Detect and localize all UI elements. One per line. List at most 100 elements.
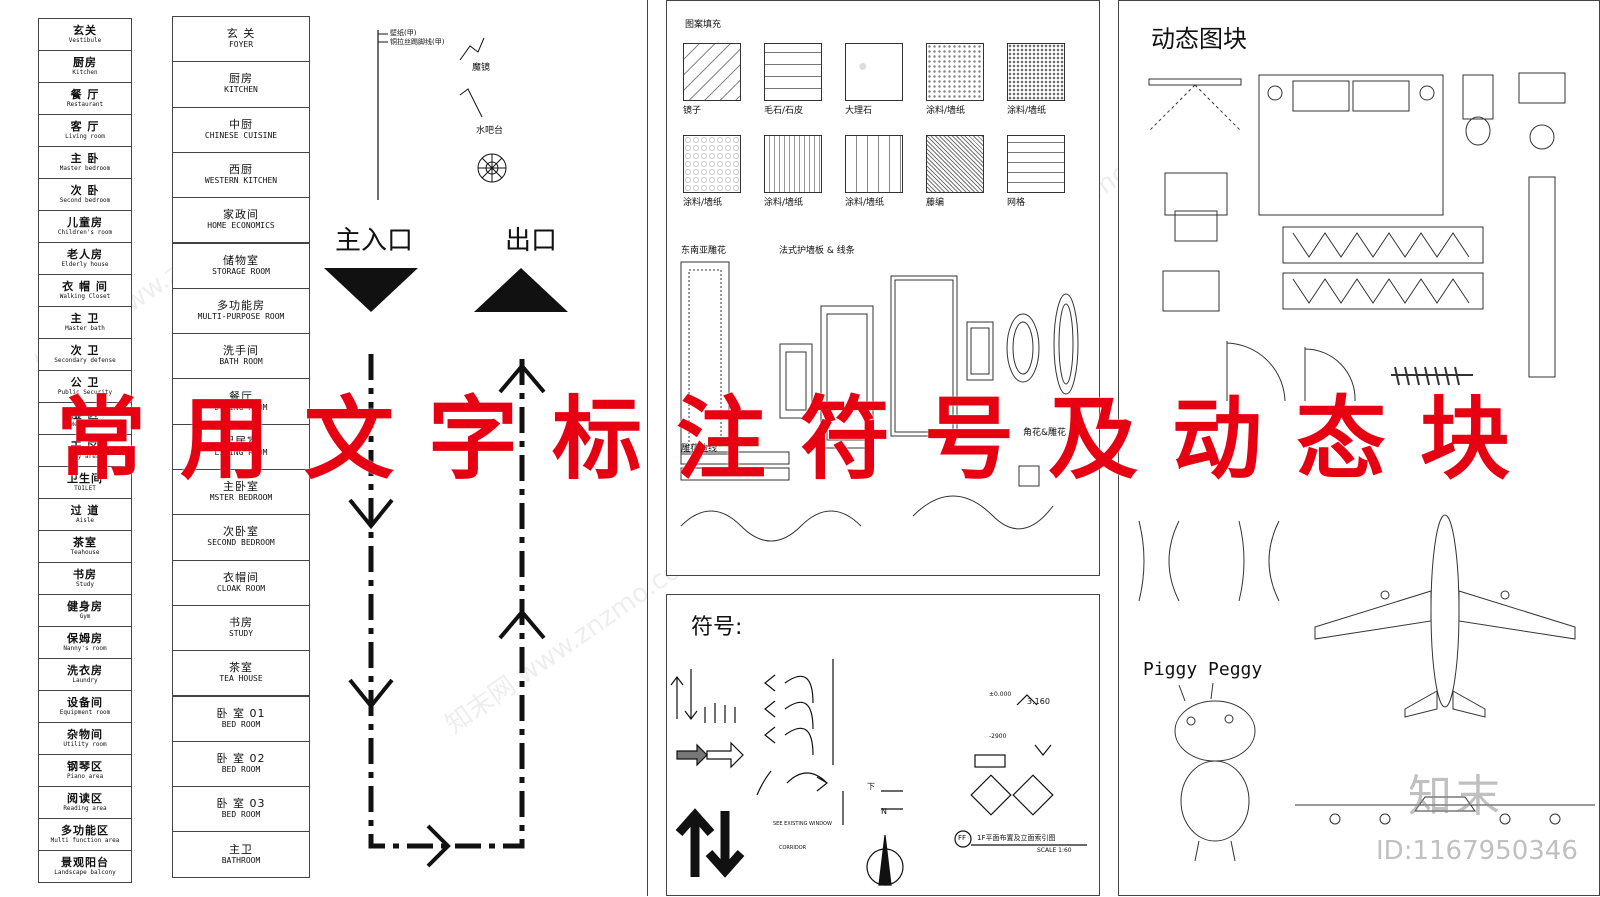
arrow-icon — [764, 674, 776, 744]
scale-label: SCALE 1:60 — [1037, 847, 1072, 854]
snowflake-icon — [477, 153, 507, 183]
room-label-en: CLOAK ROOM — [216, 583, 266, 593]
arrow-icon — [684, 669, 698, 720]
pattern-swatch — [926, 135, 984, 193]
panel-title: 图案填充 — [685, 20, 722, 30]
pattern-swatch — [764, 43, 822, 101]
room-label-zh: 设备间 — [67, 695, 103, 709]
pattern-swatch-label: 涂料/墙纸 — [764, 198, 804, 208]
pattern-swatch — [683, 43, 741, 101]
room-label-en: BED ROOM — [221, 719, 261, 729]
room-label-zh: 阅读区 — [67, 791, 103, 805]
tv-icon — [1162, 270, 1220, 312]
room-label-zh: 茶室 — [73, 535, 97, 549]
room-label-en: SECOND BEDROOM — [207, 538, 275, 548]
room-label-en: TEA HOUSE — [219, 674, 263, 684]
room-label-en: Equipment room — [59, 708, 111, 716]
pattern-swatch-label: 涂料/墙纸 — [845, 198, 885, 208]
room-label-zh: 主 卧 — [70, 151, 100, 165]
pattern-swatch-label: 涂料/墙纸 — [683, 198, 723, 208]
room-label-en: Multi function area — [50, 836, 120, 844]
shelf-icon — [1282, 226, 1484, 264]
elevation-label: ±0.000 — [989, 691, 1012, 698]
room-label-en: Laundry — [72, 676, 98, 684]
room-label-zh: 干 区 — [70, 439, 100, 453]
elevation-label: 3.160 — [1027, 697, 1050, 706]
room-label-zh: 中厨 — [229, 117, 253, 131]
room-label-en: Gym — [79, 612, 91, 620]
piggy-label: Piggy Peggy — [1143, 659, 1263, 680]
room-label-zh: 客 厅 — [70, 119, 100, 133]
arrow-icon — [706, 741, 744, 769]
panel-title: 符号: — [691, 615, 743, 640]
room-label-en: Children's room — [57, 228, 113, 236]
index-icon — [970, 774, 1012, 816]
elevation-label: -2900 — [989, 733, 1007, 740]
room-label-zh: 杂物间 — [67, 727, 103, 741]
room-label-en: Aisle — [75, 516, 95, 524]
panel-title: 动态图块 — [1151, 25, 1247, 53]
pattern-swatch-label: 涂料/墙纸 — [1007, 106, 1047, 116]
room-label-en: Master bedroom — [59, 164, 111, 172]
room-label-zh: 衣 帽 间 — [62, 279, 108, 293]
room-label-en: DINING ROOM — [214, 402, 268, 412]
pattern-swatch — [845, 135, 903, 193]
room-label-en: FOYER — [228, 40, 254, 50]
room-label-en: BATHROOM — [221, 855, 261, 865]
room-label-zh: 厨房 — [229, 72, 253, 86]
arrow-icon — [676, 743, 708, 767]
pattern-swatch-label: 藤编 — [926, 198, 945, 208]
blind-icon — [1391, 366, 1473, 386]
room-label-zh: 主卫 — [229, 842, 253, 856]
room-label-zh: 洗手间 — [223, 344, 259, 358]
door-icon — [1226, 341, 1286, 402]
section-label: 雕花边线 — [681, 444, 718, 454]
room-label-zh: 卧 室 01 — [216, 706, 266, 720]
room-label-zh: 公 卫 — [70, 375, 100, 389]
room-label-en: Wet area — [70, 420, 100, 428]
pattern-swatch-label: 镜子 — [683, 106, 702, 116]
watermark-brand: 知末 — [1408, 771, 1504, 822]
room-label-en: KITCHEN — [224, 85, 258, 95]
room-label-zh: 次 卫 — [70, 343, 100, 357]
down-label: 下 — [867, 782, 875, 791]
room-label-zh: 钢琴区 — [67, 759, 103, 773]
room-label-en: Second bedroom — [59, 196, 111, 204]
entrance-diagram — [324, 30, 568, 868]
arrow-icon — [704, 703, 736, 723]
room-label-zh: 次卧室 — [223, 525, 259, 539]
airplane-side-icon — [1295, 796, 1595, 825]
up-arrow-icon — [498, 362, 546, 394]
radiator-icon — [1528, 176, 1556, 378]
room-label-zh: 儿童房 — [67, 215, 103, 229]
room-label-zh: 健身房 — [67, 599, 103, 613]
room-label-en: Restaurant — [66, 100, 104, 108]
room-label-en: Piano area — [66, 772, 104, 780]
room-label-en: BED ROOM — [221, 810, 261, 820]
pattern-swatch-label: 毛石/石皮 — [764, 106, 804, 116]
pattern-swatch-label: 大理石 — [845, 106, 873, 116]
down-arrow-icon — [348, 498, 394, 530]
room-label-zh: 储物室 — [223, 253, 259, 267]
room-label-en: MULTI-PURPOSE ROOM — [197, 311, 285, 321]
sink-icon — [1518, 72, 1566, 104]
up-arrow-icon — [498, 608, 546, 640]
room-label-zh: 主卧室 — [223, 480, 259, 494]
toilet-icon — [1462, 74, 1494, 120]
